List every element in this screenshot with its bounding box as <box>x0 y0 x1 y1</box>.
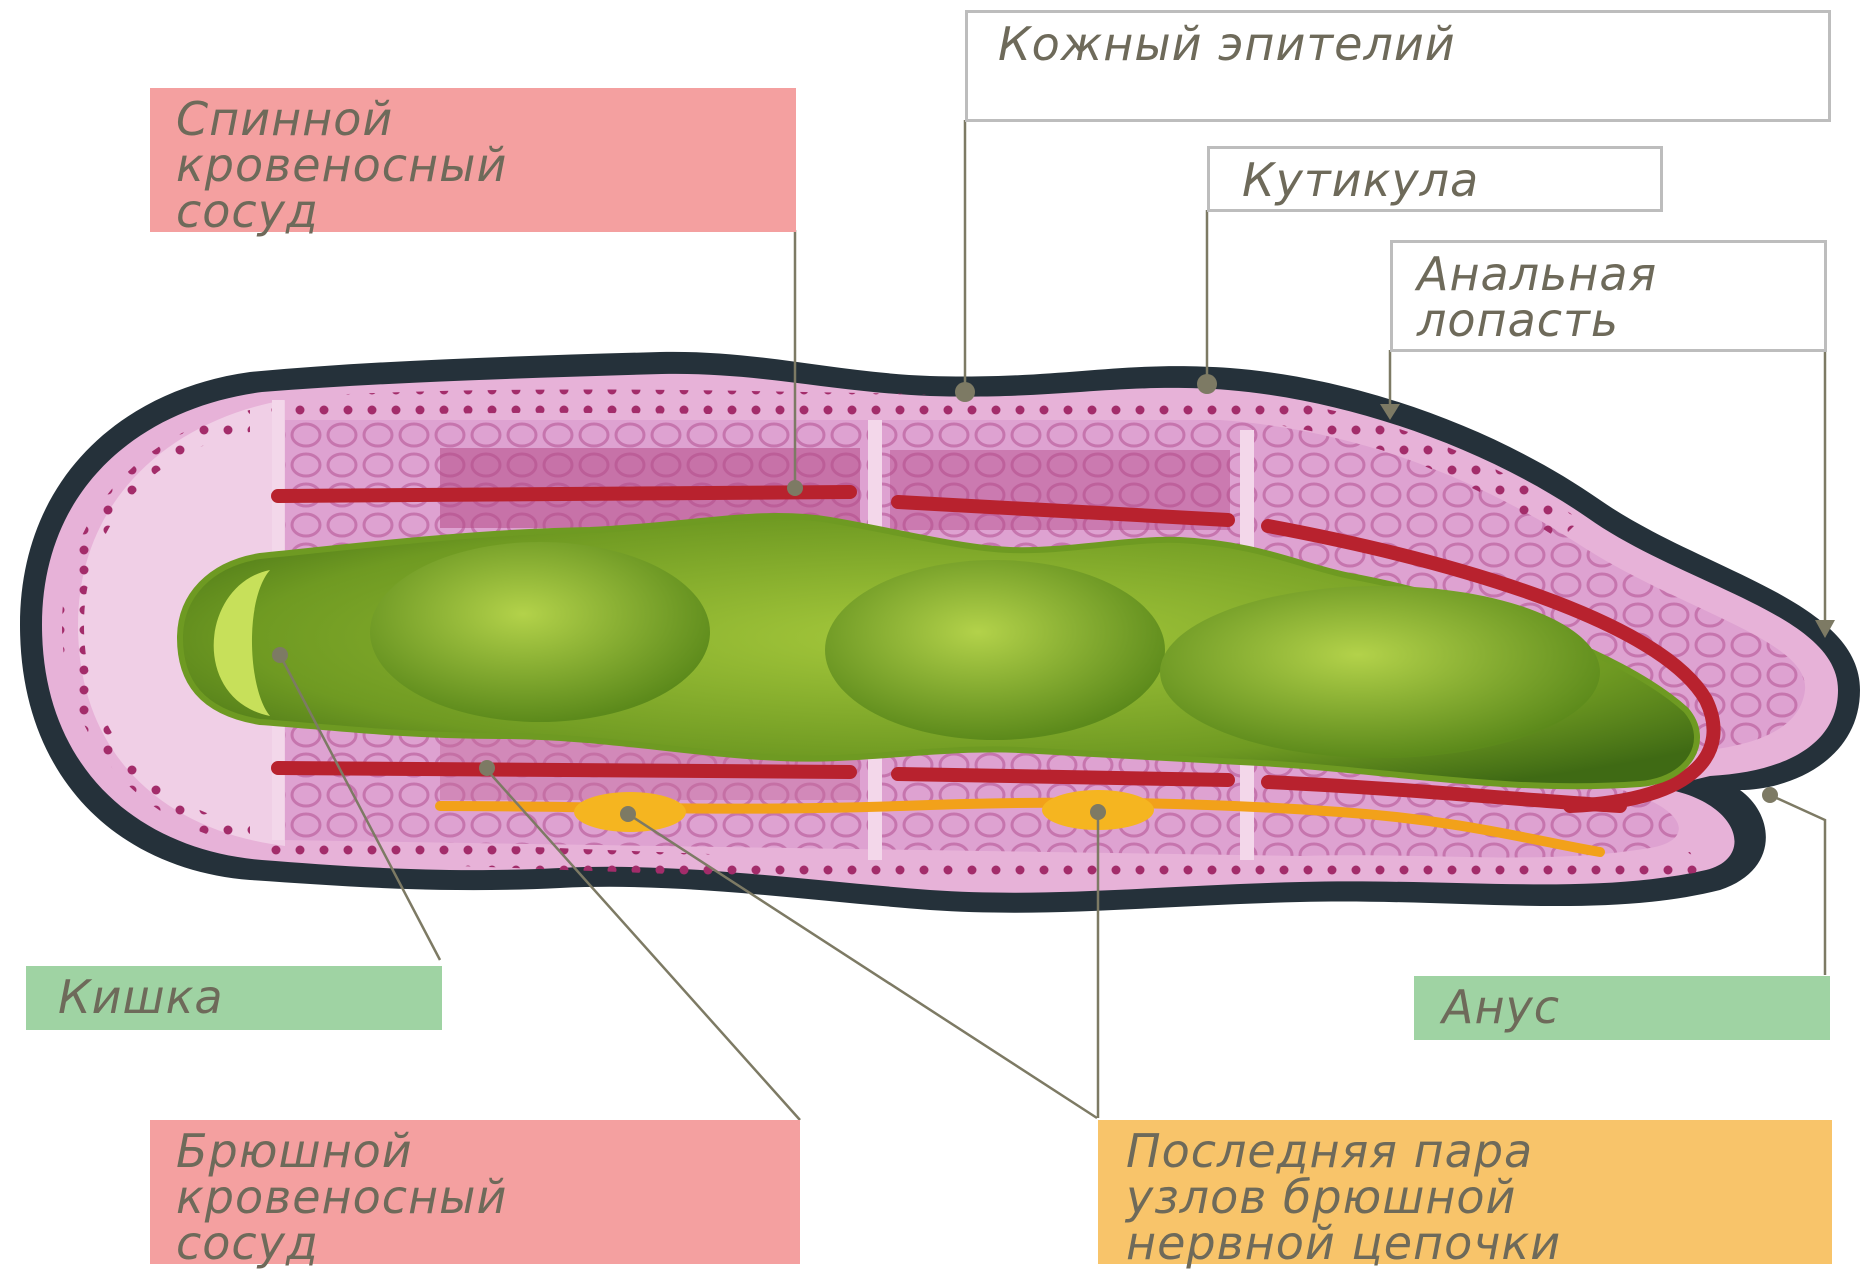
label-skin-epithelium: Кожный эпителий <box>965 10 1831 122</box>
intestine-segment <box>825 560 1165 740</box>
label-cuticle: Кутикула <box>1207 146 1663 212</box>
pointer-dot <box>272 647 288 663</box>
label-anal-lobe: Анальная лопасть <box>1390 240 1827 352</box>
label-nerve-ganglia: Последняя пара узлов брюшной нервной цеп… <box>1098 1120 1832 1264</box>
pointer-dot <box>955 382 975 402</box>
leader-line-anus <box>1770 795 1825 975</box>
pointer-dot <box>1090 804 1106 820</box>
pointer-dot <box>1197 374 1217 394</box>
label-intestine: Кишка <box>26 966 442 1030</box>
label-anus: Анус <box>1414 976 1830 1040</box>
pointer-dot <box>1762 787 1778 803</box>
intestine-segment <box>370 542 710 722</box>
pointer-dot <box>787 480 803 496</box>
label-ventral-vessel: Брюшной кровеносный сосуд <box>150 1120 800 1264</box>
intestine-segment <box>1160 586 1600 758</box>
pointer-dot <box>479 760 495 776</box>
pointer-dot <box>620 806 636 822</box>
label-dorsal-vessel: Спинной кровеносный сосуд <box>150 88 796 232</box>
